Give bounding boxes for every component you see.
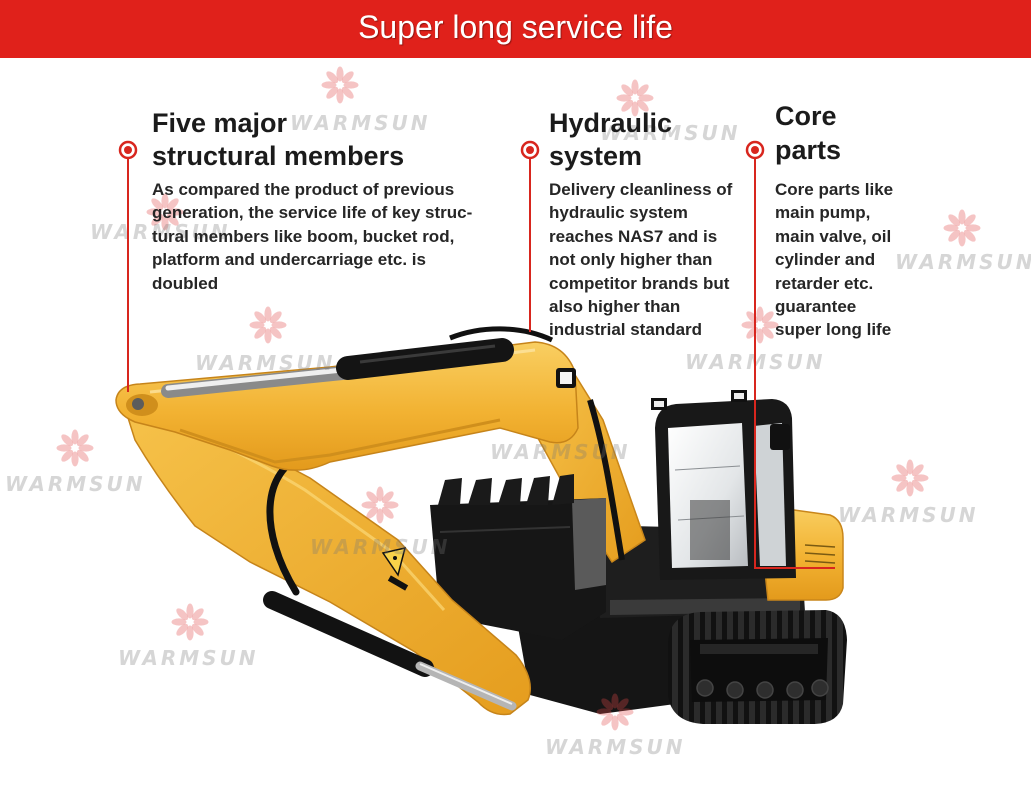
watermark-text: WARMSUN — [90, 220, 231, 244]
feature-body-line: tural members like boom, bucket rod, — [152, 226, 455, 246]
watermark-text: WARMSUN — [310, 535, 451, 559]
feature-title-core-parts: Core parts — [775, 99, 841, 167]
watermark-text: WARMSUN — [5, 472, 146, 496]
watermark-text: WARMSUN — [290, 111, 431, 135]
warning-label-icon — [381, 546, 409, 591]
feature-title-line: parts — [775, 135, 842, 165]
red-dot-marker-icon — [520, 140, 540, 160]
lower-hydraulic-cylinder — [263, 591, 517, 711]
feature-body-line: main pump, — [775, 203, 871, 223]
feature-body-line: main valve, oil — [775, 226, 892, 246]
feature-title-line: system — [549, 141, 643, 171]
watermark-text: WARMSUN — [195, 351, 336, 375]
feature-body-line: also higher than — [549, 296, 681, 316]
feature-body-line: industrial standard — [549, 320, 703, 340]
header-title: Super long service life — [358, 9, 673, 45]
feature-body-line: generation, the service life of key stru… — [152, 203, 473, 223]
feature-body-hydraulic-system: Delivery cleanliness of hydraulic system… — [549, 178, 732, 342]
boom-hydraulic-cylinder — [161, 338, 514, 398]
feature-body-line: not only higher than — [549, 250, 713, 270]
feature-body-line: retarder etc. — [775, 273, 874, 293]
watermark-text: WARMSUN — [490, 440, 631, 464]
feature-body-core-parts: Core parts like main pump, main valve, o… — [775, 178, 893, 342]
callout-structural-members — [118, 140, 138, 392]
bucket — [430, 474, 606, 640]
header-banner: Super long service life — [0, 0, 1031, 58]
feature-body-line: reaches NAS7 and is — [549, 226, 718, 246]
watermark-text: WARMSUN — [895, 250, 1031, 274]
front-track — [668, 610, 847, 724]
red-dot-marker-icon — [745, 140, 765, 160]
feature-title-structural-members: Five major structural members — [152, 107, 404, 173]
watermark-text: WARMSUN — [600, 121, 741, 145]
feature-title-line: Hydraulic — [549, 108, 673, 138]
feature-body-structural-members: As compared the product of previous gene… — [152, 178, 472, 295]
watermark-text: WARMSUN — [545, 735, 686, 759]
feature-body-line: doubled — [152, 273, 219, 293]
feature-body-line: platform and undercarriage etc. is — [152, 250, 426, 270]
watermark-text: WARMSUN — [685, 350, 826, 374]
callout-hydraulic-system — [520, 140, 540, 332]
feature-body-line: super long life — [775, 320, 892, 340]
feature-body-line: Core parts like — [775, 180, 894, 199]
watermark-text: WARMSUN — [838, 503, 979, 527]
feature-title-line: Five major — [152, 108, 288, 138]
watermark-text: WARMSUN — [118, 646, 259, 670]
feature-body-line: guarantee — [775, 296, 857, 316]
feature-title-line: Core — [775, 101, 837, 131]
feature-body-line: cylinder and — [775, 250, 876, 270]
operator-cab — [651, 390, 796, 580]
feature-body-line: hydraulic system — [549, 203, 688, 223]
callout-core-parts — [745, 140, 835, 569]
feature-body-line: Delivery cleanliness of — [549, 180, 733, 199]
work-light-icon — [556, 368, 576, 388]
feature-title-line: structural members — [152, 141, 405, 171]
feature-body-line: As compared the product of previous — [152, 180, 455, 199]
feature-title-hydraulic-system: Hydraulic system — [549, 107, 672, 173]
red-dot-marker-icon — [118, 140, 138, 160]
feature-body-line: competitor brands but — [549, 273, 730, 293]
